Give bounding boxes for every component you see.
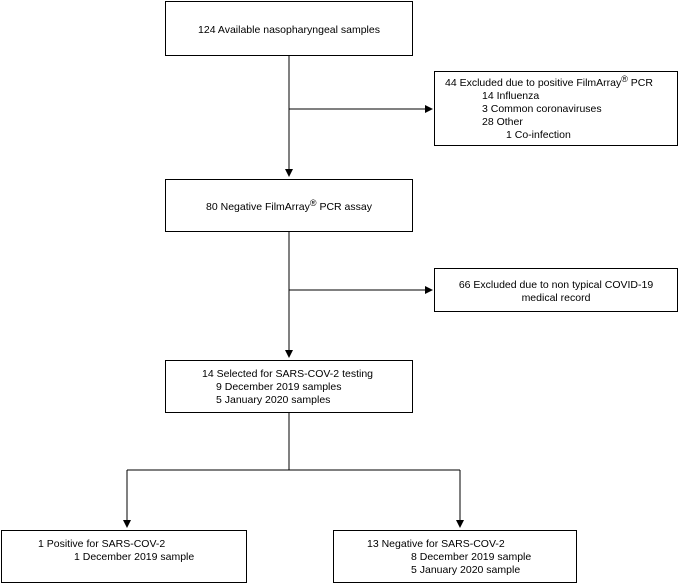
box-excluded-nontypical: 66 Excluded due to non typical COVID-19 … — [434, 268, 678, 312]
box-negative-pcr: 80 Negative FilmArray® PCR assay — [165, 179, 413, 232]
excluded-positive-title-post: PCR — [627, 77, 653, 89]
excluded-item-other: 28 Other — [482, 116, 523, 128]
negative-pcr-text: 80 Negative FilmArray® PCR assay — [166, 198, 412, 214]
registered-mark: ® — [621, 74, 628, 84]
selected-item-january: 5 January 2020 samples — [216, 394, 331, 406]
positive-item-december: 1 December 2019 sample — [74, 551, 195, 563]
box-negative: 13 Negative for SARS-COV-2 8 December 20… — [333, 530, 577, 583]
positive-title: 1 Positive for SARS-COV-2 — [38, 538, 166, 550]
excluded-item-coronaviruses: 3 Common coronaviruses — [482, 103, 602, 115]
excluded-subitem-coinfection: 1 Co-infection — [506, 129, 571, 141]
excluded-item-influenza: 14 Influenza — [482, 90, 540, 102]
box-selected: 14 Selected for SARS-COV-2 testing 9 Dec… — [165, 360, 413, 413]
negative-pcr-text-post: PCR assay — [316, 201, 372, 213]
negative-pcr-text-pre: 80 Negative FilmArray — [206, 201, 310, 213]
box-excluded-positive: 44 Excluded due to positive FilmArray® P… — [434, 71, 678, 146]
selected-item-december: 9 December 2019 samples — [216, 381, 342, 393]
box-available-samples: 124 Available nasopharyngeal samples — [165, 1, 413, 56]
excluded-nontypical-line-1: 66 Excluded due to non typical COVID-19 — [458, 279, 654, 291]
excluded-positive-title: 44 Excluded due to positive FilmArray® P… — [445, 74, 677, 90]
excluded-positive-title-pre: 44 Excluded due to positive FilmArray — [445, 77, 622, 89]
available-samples-text: 124 Available nasopharyngeal samples — [198, 24, 380, 36]
negative-title: 13 Negative for SARS-COV-2 — [367, 538, 505, 550]
excluded-nontypical-line-2: medical record — [521, 292, 591, 304]
box-positive: 1 Positive for SARS-COV-2 1 December 201… — [1, 530, 247, 583]
negative-item-january: 5 January 2020 sample — [411, 564, 521, 576]
negative-item-december: 8 December 2019 sample — [411, 551, 532, 563]
registered-mark: ® — [309, 198, 317, 208]
selected-title: 14 Selected for SARS-COV-2 testing — [202, 368, 373, 380]
